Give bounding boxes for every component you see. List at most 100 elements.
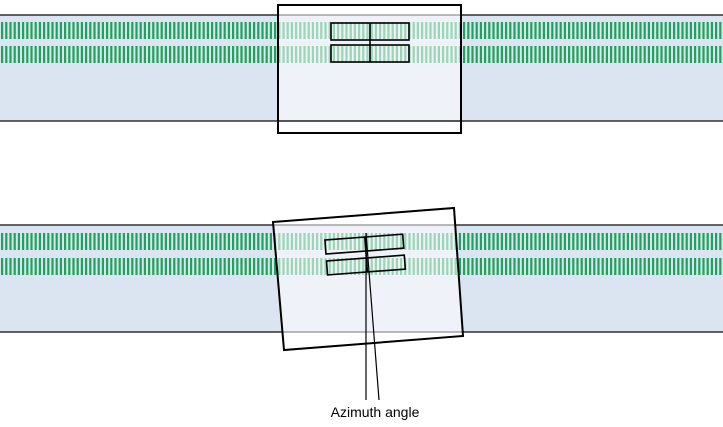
track-mark bbox=[64, 233, 67, 250]
track-mark bbox=[538, 22, 541, 39]
track-mark bbox=[80, 22, 83, 39]
track-mark bbox=[719, 258, 722, 275]
track-mark bbox=[190, 46, 193, 63]
track-mark bbox=[219, 233, 222, 250]
track-mark bbox=[97, 22, 100, 39]
track-mark bbox=[572, 258, 575, 275]
track-mark bbox=[660, 233, 663, 250]
track-mark bbox=[232, 22, 235, 39]
track-mark bbox=[702, 233, 705, 250]
track-mark bbox=[206, 22, 209, 39]
track-mark bbox=[681, 22, 684, 39]
track-mark bbox=[689, 258, 692, 275]
track-mark bbox=[47, 46, 50, 63]
track-mark bbox=[17, 46, 20, 63]
track-mark bbox=[677, 22, 680, 39]
track-mark bbox=[538, 46, 541, 63]
track-mark bbox=[589, 233, 592, 250]
track-mark bbox=[236, 258, 239, 275]
track-mark bbox=[64, 46, 67, 63]
track-mark bbox=[547, 233, 550, 250]
track-mark bbox=[265, 258, 268, 275]
track-mark bbox=[610, 233, 613, 250]
track-mark bbox=[143, 233, 146, 250]
track-mark bbox=[131, 233, 134, 250]
track-mark bbox=[169, 258, 172, 275]
track-mark bbox=[551, 46, 554, 63]
track-mark bbox=[274, 46, 277, 63]
track-mark bbox=[236, 46, 239, 63]
track-mark bbox=[185, 233, 188, 250]
track-mark bbox=[643, 22, 646, 39]
track-mark bbox=[706, 22, 709, 39]
track-mark bbox=[555, 22, 558, 39]
track-mark bbox=[643, 46, 646, 63]
track-mark bbox=[219, 258, 222, 275]
track-mark bbox=[232, 46, 235, 63]
track-mark bbox=[698, 258, 701, 275]
track-mark bbox=[101, 233, 104, 250]
track-mark bbox=[479, 22, 482, 39]
track-mark bbox=[509, 258, 512, 275]
track-mark bbox=[559, 46, 562, 63]
track-mark bbox=[475, 22, 478, 39]
track-mark bbox=[685, 22, 688, 39]
track-mark bbox=[135, 258, 138, 275]
track-mark bbox=[496, 233, 499, 250]
track-mark bbox=[694, 22, 697, 39]
track-mark bbox=[496, 258, 499, 275]
track-mark bbox=[177, 233, 180, 250]
track-mark bbox=[660, 46, 663, 63]
track-mark bbox=[534, 22, 537, 39]
track-mark bbox=[492, 258, 495, 275]
track-mark bbox=[85, 46, 88, 63]
track-mark bbox=[681, 258, 684, 275]
track-mark bbox=[698, 46, 701, 63]
track-mark bbox=[143, 46, 146, 63]
track-mark bbox=[190, 233, 193, 250]
track-mark bbox=[85, 233, 88, 250]
track-mark bbox=[618, 258, 621, 275]
track-mark bbox=[505, 233, 508, 250]
track-mark bbox=[467, 233, 470, 250]
track-mark bbox=[148, 46, 151, 63]
track-mark bbox=[647, 233, 650, 250]
track-mark bbox=[198, 258, 201, 275]
track-mark bbox=[542, 258, 545, 275]
track-mark bbox=[547, 22, 550, 39]
track-mark bbox=[106, 258, 109, 275]
track-mark bbox=[185, 46, 188, 63]
track-mark bbox=[484, 258, 487, 275]
track-mark bbox=[559, 22, 562, 39]
track-mark bbox=[76, 233, 79, 250]
track-mark bbox=[538, 233, 541, 250]
track-mark bbox=[30, 46, 33, 63]
track-mark bbox=[51, 46, 54, 63]
track-mark bbox=[135, 233, 138, 250]
track-mark bbox=[198, 46, 201, 63]
track-mark bbox=[26, 22, 29, 39]
track-mark bbox=[261, 22, 264, 39]
track-mark bbox=[643, 258, 646, 275]
track-mark bbox=[190, 258, 193, 275]
track-mark bbox=[101, 46, 104, 63]
track-mark bbox=[513, 22, 516, 39]
track-mark bbox=[509, 46, 512, 63]
track-mark bbox=[484, 46, 487, 63]
track-mark bbox=[526, 258, 529, 275]
track-mark bbox=[152, 22, 155, 39]
track-mark bbox=[605, 233, 608, 250]
track-mark bbox=[173, 258, 176, 275]
track-mark bbox=[668, 46, 671, 63]
track-mark bbox=[38, 233, 41, 250]
track-mark bbox=[673, 46, 676, 63]
track-mark bbox=[202, 22, 205, 39]
track-mark bbox=[715, 258, 718, 275]
track-mark bbox=[164, 22, 167, 39]
track-mark bbox=[467, 46, 470, 63]
track-mark bbox=[576, 258, 579, 275]
track-mark bbox=[93, 233, 96, 250]
track-mark bbox=[580, 233, 583, 250]
track-mark bbox=[160, 22, 163, 39]
